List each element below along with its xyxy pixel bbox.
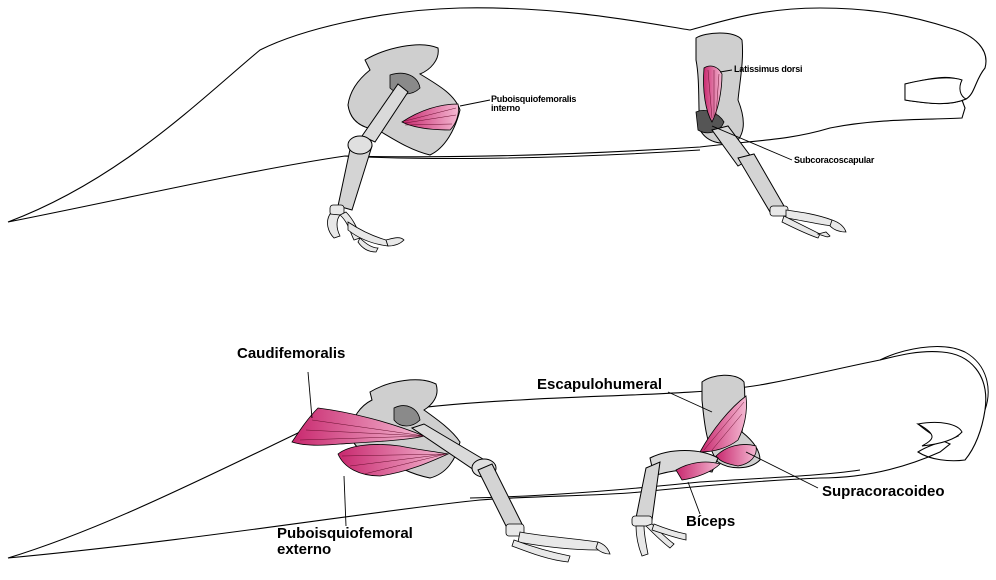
- label-pubois-externo: Puboisquiofemoral externo: [277, 526, 413, 558]
- top-fore-foot: [770, 206, 846, 238]
- label-supracoracoideo: Supracoracoideo: [822, 484, 945, 500]
- label-pubois-externo-line2: externo: [277, 542, 413, 558]
- label-caudifemoralis: Caudifemoralis: [237, 346, 345, 362]
- top-mouth: [905, 78, 966, 104]
- label-subcoraco: Subcoracoscapular: [794, 156, 874, 165]
- label-biceps: Bíceps: [686, 514, 735, 530]
- label-latissimus: Latissimus dorsi: [734, 65, 802, 74]
- bottom-body-outline: [8, 352, 986, 558]
- bottom-panel: [8, 347, 988, 562]
- label-pubois-interno: Puboisquiofemoralis interno: [491, 95, 576, 114]
- top-body-outline: [8, 8, 986, 222]
- label-pubois-externo-line1: Puboisquiofemoral: [277, 526, 413, 542]
- bottom-fore-foot: [632, 516, 686, 556]
- top-hind-foot: [327, 205, 404, 252]
- label-escapulohumeral: Escapulohumeral: [537, 377, 662, 393]
- bottom-hind-foot: [506, 524, 610, 562]
- top-panel: [8, 8, 986, 252]
- label-pubois-interno-line2: interno: [491, 104, 576, 113]
- top-forearm: [738, 154, 784, 212]
